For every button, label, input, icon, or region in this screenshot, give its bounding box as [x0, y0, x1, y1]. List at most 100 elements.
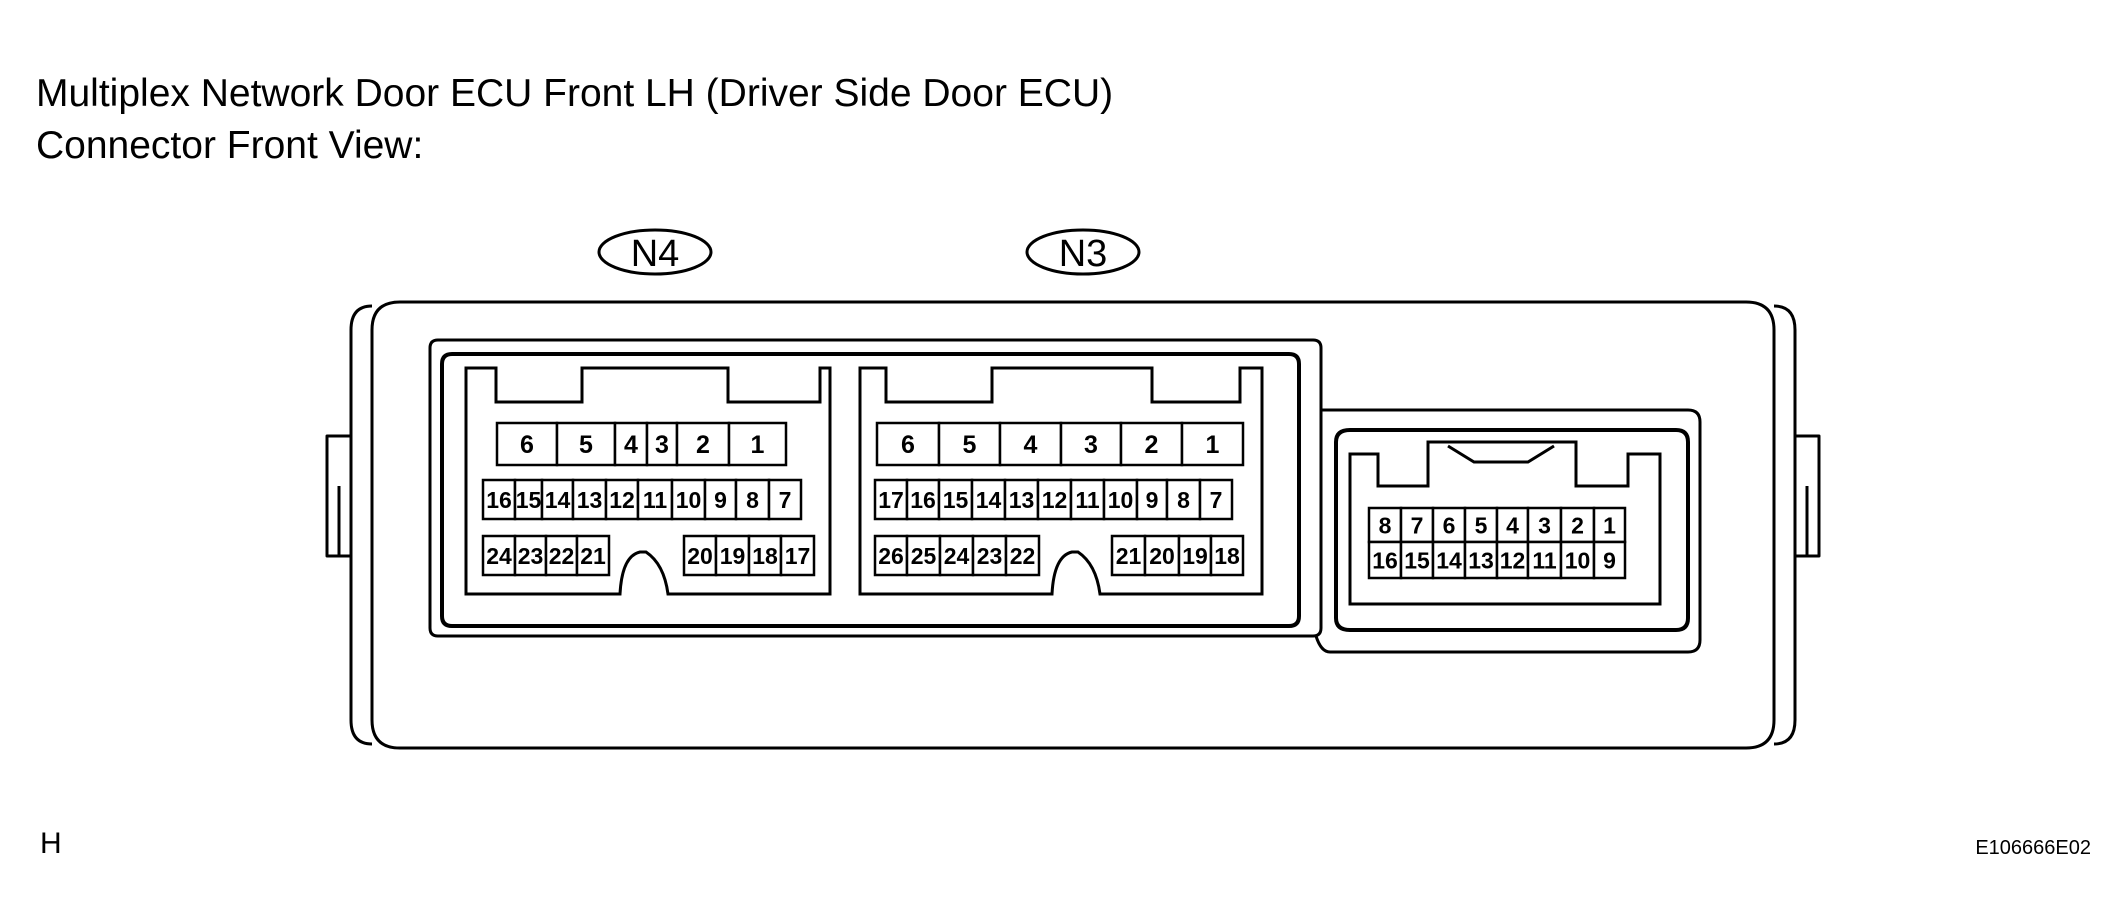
- n3-pin-number: 16: [910, 487, 936, 513]
- n4-pin-number: 13: [577, 487, 603, 513]
- n3-pin-number: 4: [1024, 431, 1038, 459]
- n4-pin-number: 4: [624, 431, 638, 459]
- n3-pin-number: 21: [1116, 543, 1142, 569]
- small-pin-cell: [1399, 540, 1435, 580]
- n4-pin-cell: [481, 534, 517, 577]
- n3-pin-cell: [875, 421, 941, 467]
- n4-pin-number: 7: [779, 487, 792, 513]
- n3-pin-cell: [1004, 534, 1041, 577]
- small-pin-number: 2: [1571, 512, 1584, 538]
- n4-pin-number: 12: [609, 487, 635, 513]
- n3-pin-number: 1: [1206, 431, 1220, 459]
- small-pin-number: 3: [1538, 512, 1551, 538]
- n4-pin-number: 16: [486, 487, 512, 513]
- n3-pin-number: 25: [911, 543, 937, 569]
- n3-pin-number: 9: [1146, 487, 1159, 513]
- n4-pin-number: 5: [579, 431, 593, 459]
- n3-pin-number: 3: [1084, 431, 1098, 459]
- n3-pin-cell: [937, 478, 974, 521]
- n4-pin-cell: [613, 421, 649, 467]
- diagram-subtitle: Connector Front View:: [36, 124, 424, 167]
- connector-n3-label: N3: [1059, 233, 1108, 275]
- n3-pin-number: 20: [1149, 543, 1175, 569]
- connector-n3-badge: [1025, 228, 1141, 276]
- n4-pin-cell: [575, 534, 611, 577]
- small-pin-cell: [1495, 540, 1530, 580]
- small-pin-number: 7: [1411, 512, 1424, 538]
- ecu-housing: [370, 300, 1776, 750]
- n3-pin-number: 13: [1009, 487, 1035, 513]
- n3-pin-number: 18: [1214, 543, 1240, 569]
- n3-pin-number: 24: [944, 543, 970, 569]
- n3-pin-number: 6: [901, 431, 915, 459]
- small-pin-cell: [1526, 506, 1563, 544]
- n3-pin-number: 17: [878, 487, 904, 513]
- small-pin-number: 14: [1436, 547, 1462, 573]
- n4-pin-cell: [513, 534, 548, 577]
- n4-pin-cell: [604, 478, 640, 521]
- n4-pin-cell: [555, 421, 617, 467]
- n4-pin-cell: [682, 534, 718, 577]
- n4-pin-number: 21: [580, 543, 606, 569]
- connector-n4-badge: [597, 228, 713, 276]
- n4-pin-number: 6: [520, 431, 534, 459]
- small-pin-cell: [1399, 506, 1435, 544]
- small-pin-number: 10: [1565, 547, 1591, 573]
- connector-n4-label: N4: [631, 233, 680, 275]
- n4-pin-cell: [714, 534, 751, 577]
- n4-pin-number: 10: [676, 487, 702, 513]
- n3-pin-number: 7: [1210, 487, 1223, 513]
- small-pin-number: 5: [1475, 512, 1488, 538]
- small-pin-cell: [1463, 540, 1499, 580]
- n4-pin-number: 22: [549, 543, 575, 569]
- n4-pin-number: 3: [655, 431, 669, 459]
- n4-pin-number: 24: [486, 543, 512, 569]
- n4-pin-number: 15: [516, 487, 542, 513]
- n4-pin-number: 11: [643, 487, 668, 513]
- n3-pin-number: 5: [963, 431, 977, 459]
- n3-pin-number: 22: [1010, 543, 1036, 569]
- n4-pin-number: 8: [746, 487, 759, 513]
- n3-pin-cell: [1003, 478, 1040, 521]
- connector-n3-housing: [858, 366, 1264, 596]
- n4-pin-cell: [734, 478, 771, 521]
- n3-pin-number: 26: [878, 543, 904, 569]
- n4-pin-number: 14: [545, 487, 571, 513]
- n3-pin-cell: [1209, 534, 1245, 577]
- small-pin-cell: [1367, 540, 1403, 580]
- small-pin-number: 11: [1532, 547, 1557, 573]
- n3-pin-cell: [1198, 478, 1234, 521]
- small-pin-cell: [1495, 506, 1530, 544]
- n4-pin-cell: [779, 534, 816, 577]
- small-pin-number: 6: [1443, 512, 1456, 538]
- n4-pin-number: 18: [752, 543, 778, 569]
- main-connector-recess: [428, 338, 1323, 638]
- small-pin-number: 1: [1603, 512, 1616, 538]
- n3-pin-cell: [938, 534, 975, 577]
- n4-pin-number: 2: [696, 431, 710, 459]
- small-pin-number: 13: [1468, 547, 1494, 573]
- n4-pin-number: 17: [785, 543, 811, 569]
- small-pin-number: 12: [1500, 547, 1526, 573]
- n4-pin-number: 1: [751, 431, 765, 459]
- n4-pin-cell: [767, 478, 803, 521]
- n4-pin-number: 19: [720, 543, 746, 569]
- n3-pin-number: 10: [1108, 487, 1134, 513]
- n3-pin-number: 14: [976, 487, 1002, 513]
- n4-pin-cell: [727, 421, 788, 467]
- n4-pin-number: 23: [518, 543, 544, 569]
- connector-small-housing: [1348, 440, 1662, 606]
- n3-pin-number: 11: [1075, 487, 1100, 513]
- small-connector-rim: [1334, 428, 1690, 632]
- n3-pin-number: 8: [1177, 487, 1190, 513]
- small-pin-number: 8: [1379, 512, 1392, 538]
- view-code-label: H: [40, 827, 62, 860]
- n3-pin-cell: [998, 421, 1063, 467]
- n3-pin-number: 12: [1042, 487, 1068, 513]
- n3-pin-cell: [1119, 421, 1184, 467]
- n3-pin-number: 23: [977, 543, 1003, 569]
- ecu-housing-back-left: [349, 304, 373, 746]
- small-pin-cell: [1431, 540, 1467, 580]
